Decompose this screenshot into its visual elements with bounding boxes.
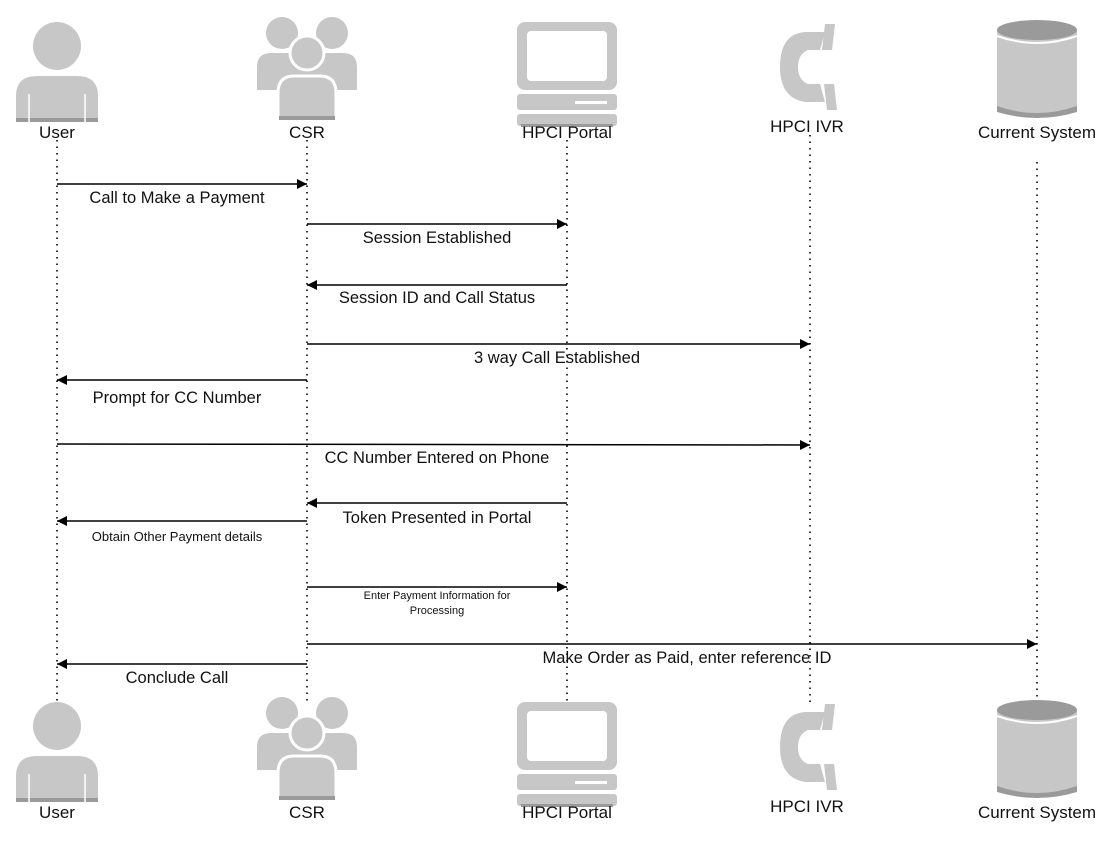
actor-label-user-bottom: User xyxy=(39,803,75,822)
group-icon xyxy=(257,17,357,122)
actor-label-ivr-bottom: HPCI IVR xyxy=(770,797,844,816)
message-label: Prompt for CC Number xyxy=(92,389,262,407)
message-label: Token Presented in Portal xyxy=(342,509,532,527)
computer-icon xyxy=(517,22,617,127)
message-arrow xyxy=(56,439,811,450)
actor-label-portal-bottom: HPCI Portal xyxy=(522,803,612,822)
message-label: Conclude Call xyxy=(125,669,229,687)
group-icon xyxy=(257,697,357,802)
actor-label-ivr-top: HPCI IVR xyxy=(770,117,844,136)
message-label: Make Order as Paid, enter reference ID xyxy=(542,649,832,667)
database-icon xyxy=(996,700,1078,798)
actor-label-system-top: Current System xyxy=(977,123,1097,142)
phone-icon xyxy=(780,24,837,110)
message-label: Obtain Other Payment details xyxy=(91,529,263,544)
user-icon xyxy=(16,702,98,802)
message-label: 3 way Call Established xyxy=(474,349,640,367)
actor-label-user-top: User xyxy=(39,123,75,142)
actor-label-portal-top: HPCI Portal xyxy=(522,123,612,142)
computer-icon xyxy=(517,702,617,807)
database-icon xyxy=(996,20,1078,118)
message-label: CC Number Entered on Phone xyxy=(324,449,550,467)
message-label: Session ID and Call Status xyxy=(338,289,536,307)
user-icon xyxy=(16,22,98,122)
message-label: Enter Payment Information for Processing xyxy=(363,590,511,617)
actor-label-csr-bottom: CSR xyxy=(289,803,325,822)
message-label: Session Established xyxy=(362,229,512,247)
actor-label-system-bottom: Current System xyxy=(977,803,1097,822)
actor-label-csr-top: CSR xyxy=(289,123,325,142)
phone-icon xyxy=(780,704,837,790)
message-label: Call to Make a Payment xyxy=(89,189,265,207)
